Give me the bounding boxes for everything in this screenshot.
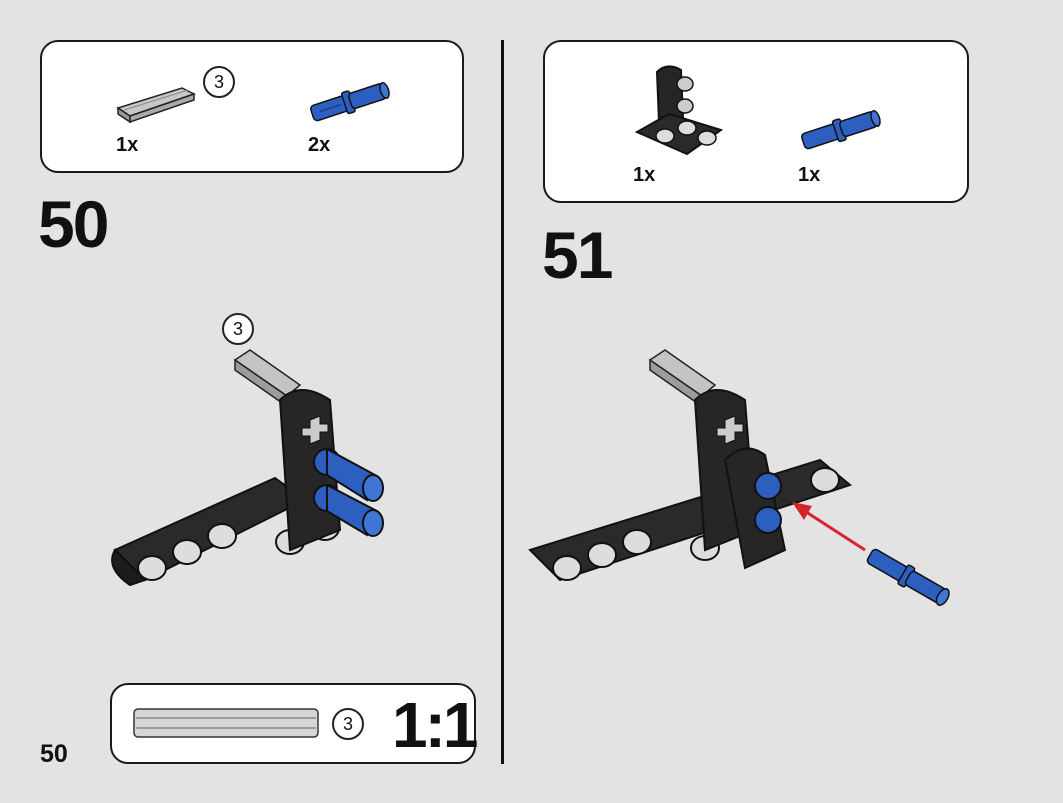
step-number: 50	[38, 187, 109, 261]
scale-length-callout: 3	[332, 708, 364, 740]
scale-box: 3	[110, 683, 476, 764]
page-number: 50	[40, 740, 68, 768]
axle-qty: 1x	[116, 134, 139, 156]
axle-icon	[116, 87, 196, 124]
assembly-length-callout: 3	[222, 313, 254, 345]
pin-qty: 2x	[308, 134, 331, 156]
step50-parts-box: 3 1x 2x	[40, 40, 464, 173]
blue-pin-icon	[310, 82, 390, 122]
t-beam-icon	[634, 65, 724, 156]
step51-parts-box: 1x 1x	[543, 40, 969, 203]
step51-assembly	[528, 349, 950, 606]
blue-pin-icon	[801, 110, 881, 150]
axle-scale-icon	[133, 708, 319, 738]
scale-text: 1:1	[392, 689, 478, 761]
step50-assembly	[111, 349, 384, 587]
t-beam-qty: 1x	[633, 164, 656, 186]
step-divider	[501, 40, 504, 764]
pin-qty: 1x	[798, 164, 821, 186]
length-callout: 3	[203, 66, 235, 98]
step-number: 51	[542, 218, 613, 292]
